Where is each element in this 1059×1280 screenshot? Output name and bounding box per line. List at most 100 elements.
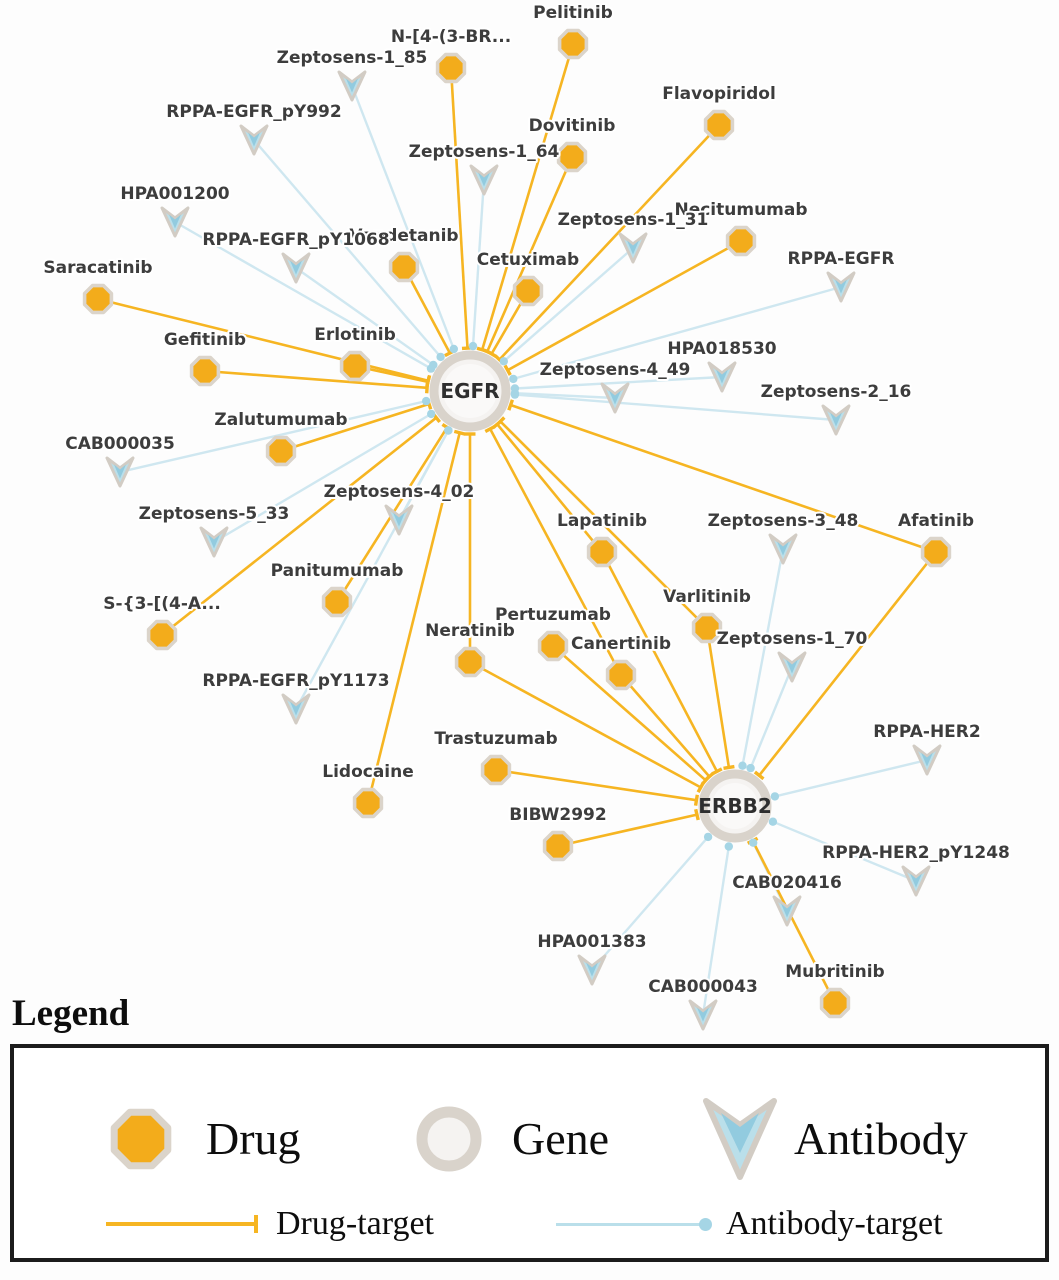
drug-target-edge-bibw2992-erbb2 xyxy=(557,813,698,848)
node-label-mubritinib: Mubritinib xyxy=(785,962,884,982)
node-label-panitumumab: Panitumumab xyxy=(271,561,404,581)
drug-node-varlitinib xyxy=(691,612,723,644)
antibody-node-inner-chevron xyxy=(697,1007,709,1022)
antibody-target-edge-egfr-rppa-egfr-py1173 xyxy=(294,429,450,710)
antibody-node-inner-chevron xyxy=(786,659,798,674)
edge-source-dot xyxy=(444,426,453,435)
drug-target-edge-neratinib-erbb2 xyxy=(469,660,702,789)
drug-node-necitumumab xyxy=(725,225,757,257)
antibody-node-inner-chevron xyxy=(777,541,789,556)
node-label-zeptosens-3-48: Zeptosens-3_48 xyxy=(708,511,859,531)
edge-source-dot xyxy=(468,341,478,351)
drug-node-flavopiridol xyxy=(703,109,735,141)
gene-label-erbb2: ERBB2 xyxy=(698,794,771,818)
antibody-target-line-sample xyxy=(556,1217,712,1231)
gene-node-inner xyxy=(712,783,758,829)
node-label-zeptosens-1-85: Zeptosens-1_85 xyxy=(277,48,428,68)
drug-target-edge-canertinib-erbb2 xyxy=(620,674,711,778)
antibody-node-inner-chevron xyxy=(290,701,302,716)
dot-endpoint-icon xyxy=(699,1217,712,1231)
node-label-zeptosens-5-33: Zeptosens-5_33 xyxy=(139,504,290,524)
node-label-rppa-egfr-py1068: RPPA-EGFR_pY1068 xyxy=(202,230,389,250)
edge-source-dot xyxy=(770,792,780,801)
antibody-target-edge-erbb2-cab000043 xyxy=(701,846,730,1016)
node-label-rppa-her2-py1248: RPPA-HER2_pY1248 xyxy=(822,843,1010,863)
node-label-pertuzumab: Pertuzumab xyxy=(495,605,611,625)
edge-source-dot xyxy=(509,374,518,384)
nodes-layer xyxy=(82,28,952,1031)
drug-node-mubritinib xyxy=(819,987,851,1019)
edge-target-tee xyxy=(704,771,715,782)
antibody-target-edge-erbb2-zeptosens-1-70 xyxy=(749,666,794,769)
edge-source-dot xyxy=(429,360,438,370)
antibody-chevron-inner-shape xyxy=(721,1113,759,1153)
drug-target-edge-s34a-egfr xyxy=(161,416,438,637)
drug-target-line-sample xyxy=(106,1215,258,1234)
node-label-trastuzumab: Trastuzumab xyxy=(434,729,557,749)
antibody-target-edge-egfr-cab000035 xyxy=(119,399,427,474)
drug-node-n434br xyxy=(435,52,467,84)
drug-target-edge-mubritinib-erbb2 xyxy=(751,840,837,1004)
edge-source-dot xyxy=(703,832,713,842)
gene-label-egfr: EGFR xyxy=(440,379,499,403)
drug-node-neratinib xyxy=(454,646,486,678)
edge-source-dot xyxy=(746,763,755,773)
drug-node-afatinib xyxy=(920,536,952,568)
antibody-target-edge-egfr-zeptosens-5-33 xyxy=(213,412,432,544)
gene-node-inner xyxy=(443,364,497,418)
antibody-node-inner-chevron xyxy=(114,464,126,479)
drug-target-edge-dovitinib-egfr xyxy=(486,156,574,353)
edge-target-tee xyxy=(711,767,723,776)
drug-octagon-shape xyxy=(110,1108,172,1170)
edge-endpoints-layer xyxy=(422,341,780,851)
node-label-bibw2992: BIBW2992 xyxy=(509,805,606,825)
drug-target-edge-varlitinib-erbb2 xyxy=(705,627,731,768)
legend-title: Legend xyxy=(12,993,130,1034)
antibody-node-inner-chevron xyxy=(478,172,490,187)
edge-source-dot xyxy=(768,817,778,826)
legend-item-antibody: Antibody xyxy=(700,1093,968,1185)
node-label-rppa-her2: RPPA-HER2 xyxy=(873,722,980,742)
node-label-gefitinib: Gefitinib xyxy=(164,330,246,350)
node-label-dovitinib: Dovitinib xyxy=(529,116,616,136)
edge-source-dot xyxy=(449,344,458,354)
node-label-erlotinib: Erlotinib xyxy=(314,325,396,345)
edge-target-tee xyxy=(694,808,700,821)
antibody-node-inner-chevron xyxy=(921,752,933,767)
antibody-node-inner-chevron xyxy=(716,369,728,384)
node-label-canertinib: Canertinib xyxy=(571,634,671,654)
drug-target-edge-varlitinib-egfr xyxy=(499,420,708,629)
antibody-target-edge-erbb2-rppa-her2-py1248 xyxy=(772,820,917,883)
edge-target-tee xyxy=(484,424,496,434)
node-label-hpa001383: HPA001383 xyxy=(537,932,646,952)
node-label-cab000043: CAB000043 xyxy=(648,977,758,997)
antibody-target-edge-egfr-zeptosens-2-16 xyxy=(514,393,837,422)
drug-target-edge-necitumumab-egfr xyxy=(506,239,742,372)
antibody-target-edge-erbb2-rppa-her2 xyxy=(774,758,928,798)
legend-gene-label: Gene xyxy=(512,1113,610,1164)
node-label-zeptosens-2-16: Zeptosens-2_16 xyxy=(761,382,912,402)
node-label-zalutumumab: Zalutumumab xyxy=(214,410,347,430)
drug-target-edge-gefitinib-egfr xyxy=(204,369,428,390)
drug-target-edge-flavopiridol-egfr xyxy=(498,124,720,361)
antibody-target-edge-egfr-rppa-egfr-py992 xyxy=(253,139,442,358)
drug-target-edge-saracatinib-egfr xyxy=(97,297,429,382)
node-label-cab000035: CAB000035 xyxy=(65,434,175,454)
node-label-varlitinib: Varlitinib xyxy=(663,587,751,607)
edge-source-dot xyxy=(499,357,508,366)
drug-node-erlotinib xyxy=(339,350,371,382)
legend-box: Drug Gene Antibody Drug-target Antibody-… xyxy=(10,1044,1049,1262)
gene-icon xyxy=(416,1106,482,1172)
drug-node-dovitinib xyxy=(556,141,588,173)
drug-node-lapatinib xyxy=(586,536,618,568)
edge-source-dot xyxy=(724,842,733,851)
edge-source-dot xyxy=(738,761,747,770)
edge-source-dot xyxy=(749,838,758,847)
antibody-node-inner-chevron xyxy=(609,390,621,405)
antibody-icon xyxy=(703,1098,777,1180)
node-label-vandetanib: Vandetanib xyxy=(349,226,458,246)
drug-target-edge-lapatinib-egfr xyxy=(496,423,604,553)
drug-node-zalutumumab xyxy=(265,435,297,467)
node-label-lidocaine: Lidocaine xyxy=(322,762,414,782)
antibody-target-edge-egfr-zeptosens-1-64 xyxy=(471,179,486,347)
